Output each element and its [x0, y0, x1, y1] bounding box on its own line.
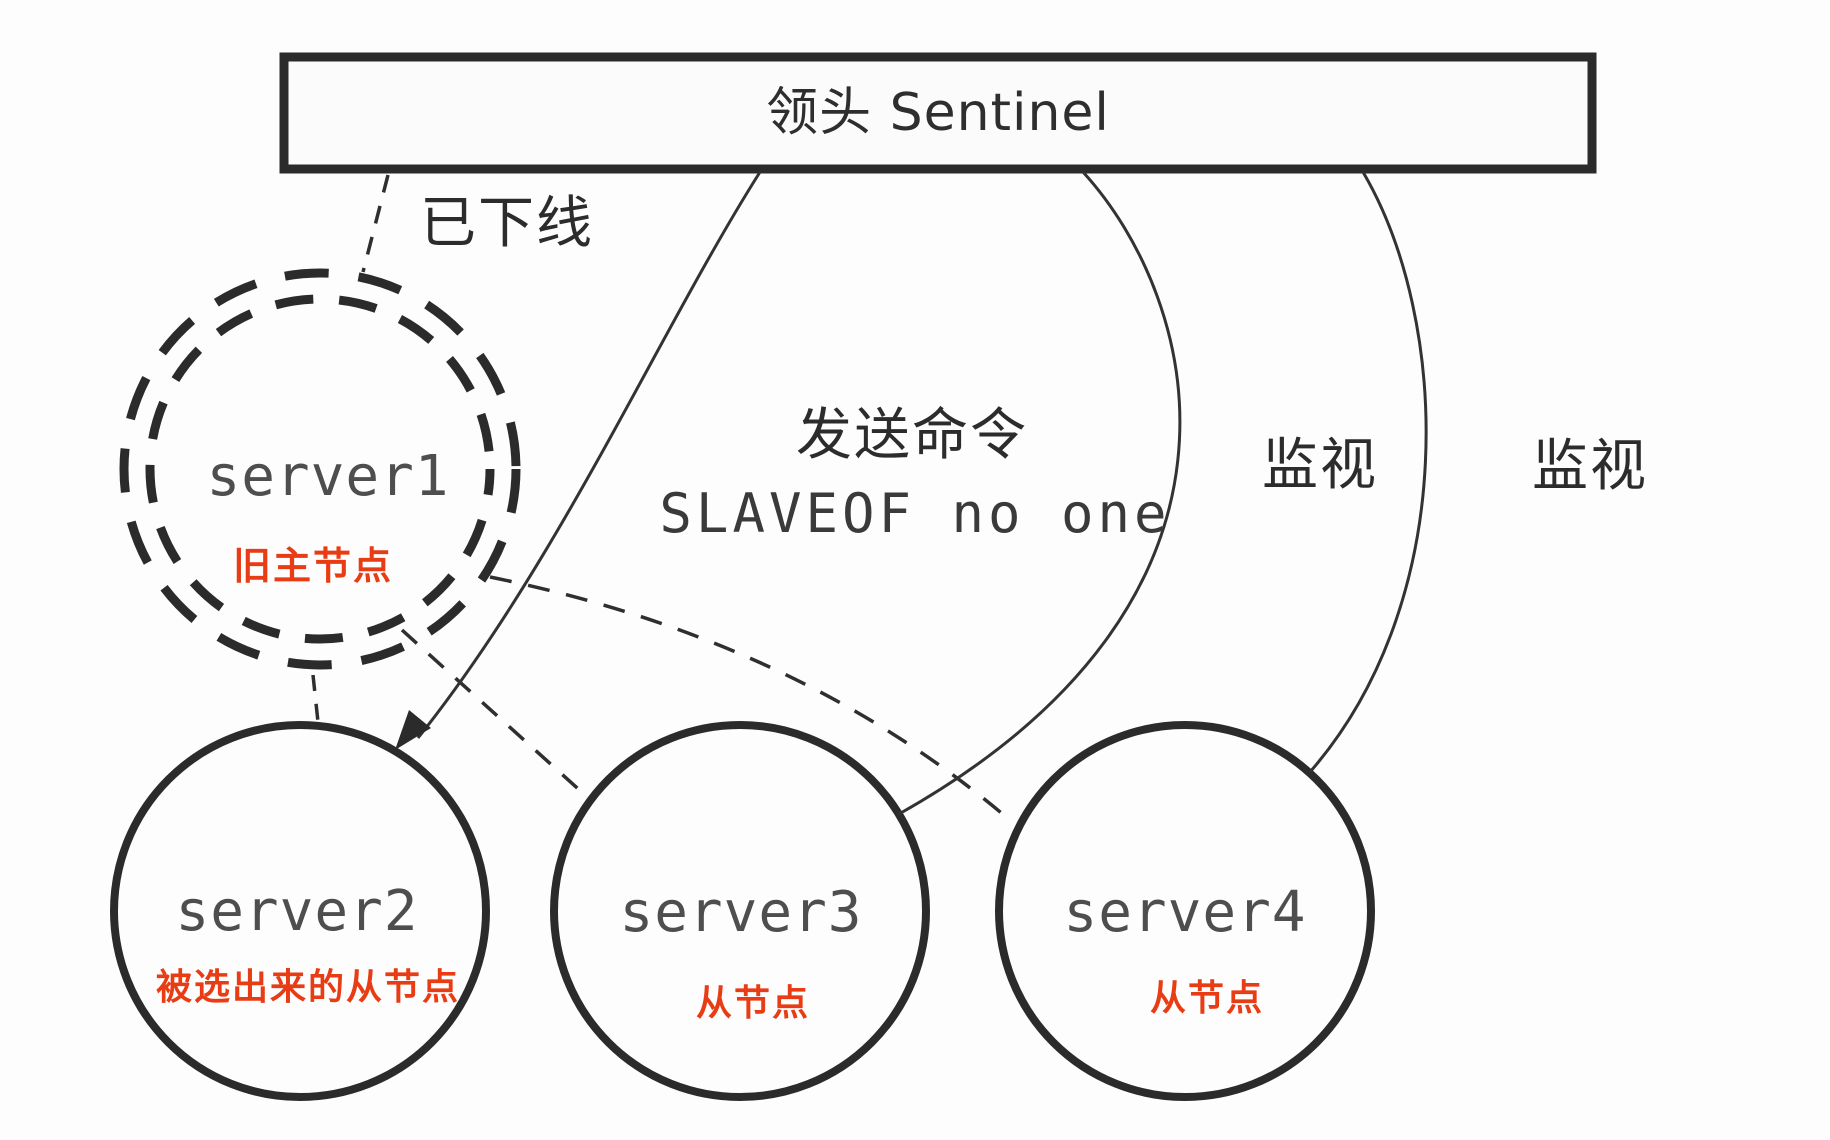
server1-ring-inner	[145, 294, 495, 644]
leader-sentinel-box	[279, 52, 1597, 174]
server1-name: server1	[206, 444, 450, 509]
send-command-arrowhead	[395, 710, 431, 750]
server2-name: server2	[175, 879, 419, 944]
server4-annotation: 从节点	[1149, 978, 1265, 1019]
server4-circle	[995, 721, 1375, 1101]
server2-circle	[110, 721, 490, 1101]
leader-sentinel-label: 领头 Sentinel	[766, 83, 1110, 143]
server1-annotation: 旧主节点	[232, 544, 394, 588]
send-command-label: 发送命令	[796, 403, 1028, 468]
monitor-label-server3: 监视	[1262, 433, 1378, 498]
send-command-curve	[416, 171, 762, 739]
slaveof-no-one-label: SLAVEOF no one	[659, 482, 1171, 545]
server3-annotation: 从节点	[695, 983, 811, 1024]
offline-link-box-server1	[361, 174, 390, 273]
server1-ring-outer	[119, 268, 521, 670]
monitor-curve-server4	[1308, 171, 1428, 773]
server4-name: server4	[1063, 880, 1307, 945]
monitor-label-server4: 监视	[1532, 434, 1648, 499]
old-replication-link-server1-server3	[400, 628, 587, 797]
old-replication-link-server1-server4	[489, 575, 1014, 824]
monitor-curve-server3	[898, 170, 1182, 816]
old-replication-link-server1-server2	[311, 674, 320, 723]
server2-annotation: 被选出来的从节点	[155, 967, 461, 1008]
offline-label: 已下线	[420, 191, 594, 256]
server3-circle	[550, 721, 930, 1101]
server3-name: server3	[619, 880, 863, 945]
